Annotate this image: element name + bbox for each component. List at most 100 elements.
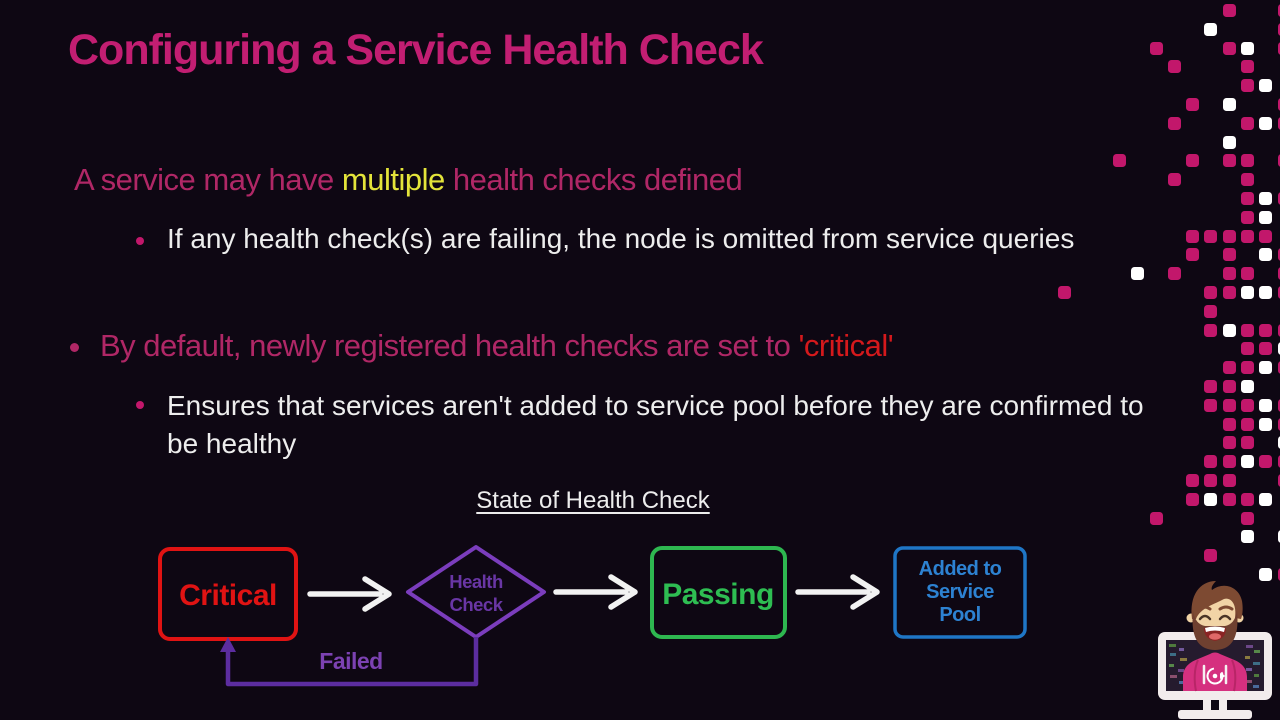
pixel-square-white [1259, 116, 1273, 130]
health-check-label-1: Health [449, 571, 503, 592]
bullet-dot-icon [136, 401, 144, 409]
bullet2-pre: By default, newly registered health chec… [100, 328, 799, 363]
avatar-tongue [1209, 633, 1221, 640]
pixel-square-pink [1167, 116, 1181, 130]
pixel-square-pink [1222, 417, 1236, 431]
pixel-square-white [1259, 248, 1273, 262]
pixel-square-white [1241, 41, 1254, 55]
pixel-square-white [1259, 398, 1273, 412]
pixel-square-pink [1222, 436, 1236, 450]
pixel-square-pink [1167, 60, 1181, 74]
pixel-square-pink [1204, 455, 1218, 469]
pixel-square-pink [1241, 417, 1254, 431]
pixel-square-pink [1167, 267, 1181, 281]
pixel-square-pink [1222, 229, 1236, 243]
pixel-square-pink [1277, 116, 1280, 130]
pixel-square-pink [1186, 98, 1200, 111]
pixel-square-pink [1277, 192, 1280, 205]
arrow-right-icon [553, 574, 638, 610]
pixel-square-pink [1277, 248, 1280, 262]
pixel-square-pink [1259, 455, 1273, 469]
pixel-square-white [1259, 361, 1273, 375]
pixel-square-pink [1204, 474, 1218, 487]
failed-edge-label: Failed [319, 648, 382, 674]
bullet-multiple-checks: A service may have multiple health check… [74, 162, 743, 198]
arrow-right-icon [795, 574, 880, 610]
pixel-square-pink [1204, 229, 1218, 243]
pixel-square-pink [1112, 154, 1126, 168]
sub-bullet-failing: If any health check(s) are failing, the … [136, 223, 1074, 255]
hoodie-seam-left [1193, 659, 1199, 692]
pixel-square-pink [1241, 492, 1254, 506]
pixel-square-pink [1241, 79, 1254, 93]
pixel-square-pink [1241, 342, 1254, 356]
bullet2-text: By default, newly registered health chec… [100, 328, 894, 364]
pixel-square-pink [1277, 4, 1280, 17]
pixel-square-pink [1277, 154, 1280, 168]
pixel-square-pink [1149, 41, 1163, 55]
avatar-closed-eye [1218, 614, 1232, 621]
monitor-stand-base [1178, 710, 1252, 719]
service-pool-label-1: Added to [919, 558, 1002, 580]
pixel-square-pink [1204, 380, 1218, 393]
sub-bullet-ensures: Ensures that services aren't added to se… [136, 387, 1167, 463]
pixel-square-pink [1241, 398, 1254, 412]
hoodie-torso [1183, 652, 1247, 691]
pixel-square-pink [1241, 173, 1254, 187]
service-pool-label-2: Service [926, 581, 994, 603]
slide-title: Configuring a Service Health Check [68, 26, 764, 74]
avatar-teeth [1205, 626, 1225, 632]
pixel-square-pink [1186, 154, 1200, 168]
pixel-square-pink [1241, 436, 1254, 450]
pixel-square-pink [1186, 474, 1200, 487]
pixel-square-pink [1277, 22, 1280, 36]
bullet-dot-icon [136, 237, 144, 245]
pixel-square-pink [1277, 398, 1280, 412]
pixel-square-pink [1204, 304, 1218, 318]
avatar-eyebrow [1218, 605, 1234, 611]
pixel-square-pink [1277, 417, 1280, 431]
pixel-square-pink [1149, 511, 1163, 525]
pixel-square-pink [1277, 568, 1280, 581]
avatar-head [1186, 581, 1244, 650]
pixel-square-white [1259, 192, 1273, 205]
pixel-square-pink [1222, 474, 1236, 487]
diagram-title: State of Health Check [476, 487, 710, 514]
pixel-square-pink [1241, 323, 1254, 337]
pixel-square-pink [1186, 229, 1200, 243]
pixel-square-white [1259, 210, 1273, 224]
pixel-square-white [1259, 417, 1273, 431]
pixel-square-pink [1222, 455, 1236, 469]
pixel-square-white [1241, 286, 1254, 299]
pixel-square-pink [1259, 342, 1273, 356]
pixel-square-white [1222, 98, 1236, 111]
bullet2-highlight: 'critical' [798, 328, 894, 363]
pixel-square-white [1277, 436, 1280, 450]
pixel-square-pink [1241, 267, 1254, 281]
pixel-square-pink [1222, 398, 1236, 412]
pixel-square-pink [1277, 267, 1280, 281]
bullet1-pre: A service may have [74, 162, 342, 197]
pixel-square-white [1204, 492, 1218, 506]
sub-bullet-ensures-text: Ensures that services aren't added to se… [167, 390, 1144, 459]
pixel-square-white [1222, 323, 1236, 337]
pixel-square-pink [1204, 286, 1218, 299]
pixel-square-white [1204, 22, 1218, 36]
pixel-square-pink [1277, 323, 1280, 337]
pixel-square-white [1277, 530, 1280, 544]
critical-label: Critical [179, 579, 277, 612]
pixel-square-pink [1241, 210, 1254, 224]
pixel-square-pink [1222, 154, 1236, 168]
passing-box [650, 546, 787, 639]
pixel-square-pink [1277, 455, 1280, 469]
arrow-up-icon [220, 637, 236, 652]
sub-bullet-failing-text: If any health check(s) are failing, the … [167, 223, 1075, 254]
pixel-square-pink [1241, 511, 1254, 525]
pixel-square-pink [1241, 116, 1254, 130]
pixel-square-pink [1058, 286, 1071, 299]
hoodie-seam-right [1231, 659, 1237, 692]
presenter-avatar [1158, 581, 1272, 719]
